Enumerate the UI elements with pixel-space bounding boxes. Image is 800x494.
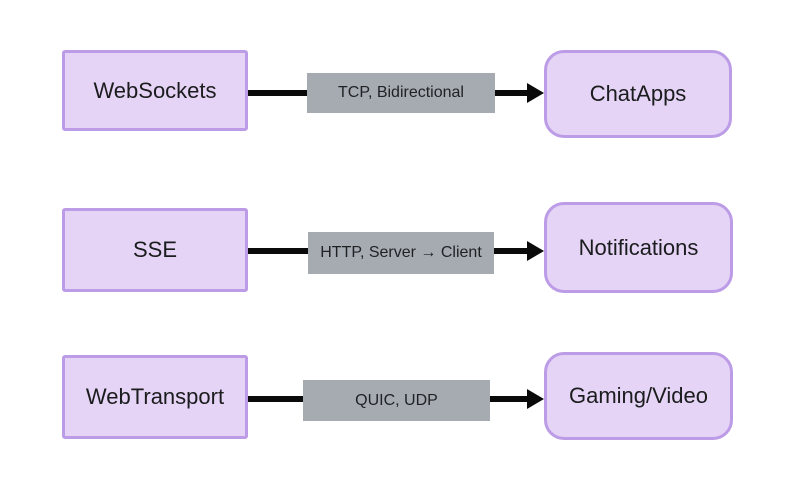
arrowhead-icon bbox=[527, 389, 544, 409]
connector-line bbox=[495, 90, 527, 96]
target-node-label: Notifications bbox=[578, 234, 699, 260]
source-node: WebTransport bbox=[62, 355, 248, 439]
protocol-label: QUIC, UDP bbox=[303, 380, 490, 421]
arrowhead-icon bbox=[527, 241, 544, 261]
target-node: ChatApps bbox=[544, 50, 732, 138]
connector-arrow bbox=[494, 241, 544, 261]
arrowhead-icon bbox=[527, 83, 544, 103]
connector-line bbox=[494, 248, 527, 254]
protocol-label: HTTP, Server → Client bbox=[308, 232, 494, 274]
target-node: Gaming/Video bbox=[544, 352, 733, 440]
source-node-label: WebTransport bbox=[85, 384, 225, 409]
connector-line bbox=[248, 90, 308, 96]
connector-line bbox=[490, 396, 527, 402]
source-node-label: SSE bbox=[132, 237, 178, 262]
protocol-label-text: QUIC, UDP bbox=[355, 391, 438, 409]
target-node-label: ChatApps bbox=[589, 81, 687, 106]
source-node-label: WebSockets bbox=[93, 77, 217, 103]
protocol-label-text: TCP, Bidirectional bbox=[338, 84, 464, 101]
target-node: Notifications bbox=[544, 202, 733, 293]
connector-line bbox=[248, 248, 308, 254]
source-node: SSE bbox=[62, 208, 248, 292]
protocol-label: TCP, Bidirectional bbox=[307, 73, 495, 113]
source-node: WebSockets bbox=[62, 50, 248, 131]
target-node-label: Gaming/Video bbox=[568, 383, 708, 408]
protocol-label-text: HTTP, Server → Client bbox=[320, 244, 482, 261]
connector-arrow bbox=[495, 83, 544, 103]
connector-arrow bbox=[490, 389, 544, 409]
connector-line bbox=[248, 396, 303, 402]
